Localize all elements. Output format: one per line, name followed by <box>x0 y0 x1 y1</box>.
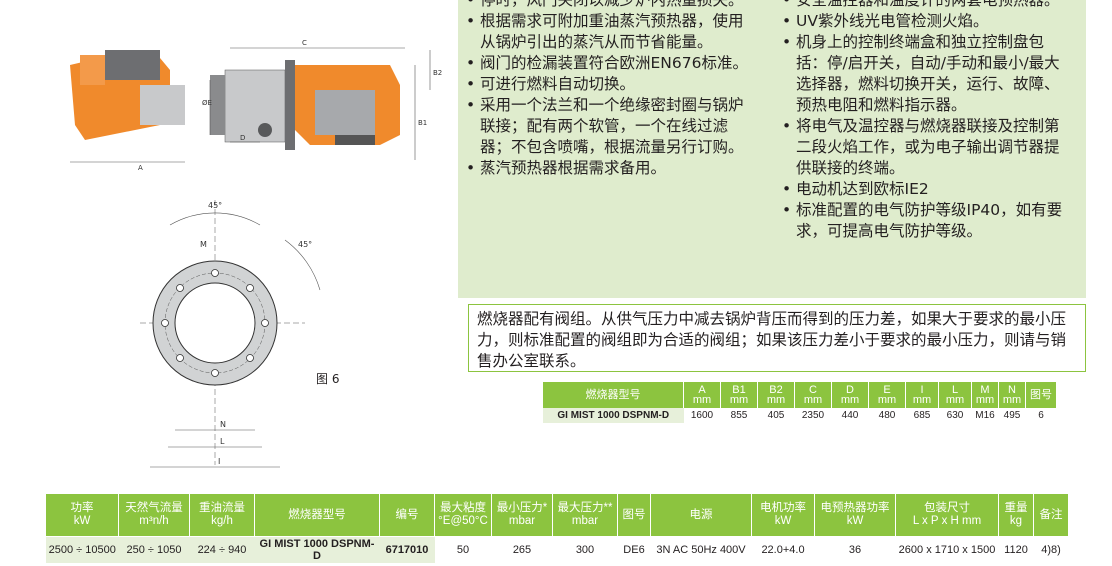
column-header: 图号 <box>617 494 651 537</box>
dim-i-label: I <box>218 457 220 466</box>
dim-b1-label: B1 <box>418 119 427 127</box>
table-cell: 2350 <box>794 408 832 423</box>
table-cell: 22.0+4.0 <box>751 536 815 563</box>
list-item: 停时，风门关闭以减少炉内热量损失。 <box>466 0 756 11</box>
table-row: GI MIST 1000 DSPNM-D 1600 855 405 2350 4… <box>543 408 1057 423</box>
table-row: 2500 ÷ 10500 250 ÷ 1050 224 ÷ 940 GI MIS… <box>46 536 1069 563</box>
list-item: UV紫外线光电管检测火焰。 <box>782 11 1074 32</box>
column-header: 最大压力**mbar <box>552 494 618 537</box>
table-cell: 685 <box>905 408 939 423</box>
list-item: 电动机达到欧标IE2 <box>782 179 1074 200</box>
table-cell: DE6 <box>617 536 651 563</box>
dim-a-label: A <box>138 164 143 172</box>
table-cell: 480 <box>868 408 906 423</box>
table-cell: 2500 ÷ 10500 <box>46 536 119 563</box>
list-item: 蒸汽预热器根据需求备用。 <box>466 158 756 179</box>
dim-e-label: ØE <box>202 99 212 107</box>
table-cell: 630 <box>938 408 972 423</box>
dim-l-label: L <box>220 437 225 446</box>
table-cell: 1120 <box>998 536 1034 563</box>
table-cell: 50 <box>434 536 492 563</box>
burner-side-drawing: C A D ØE B1 B2 <box>70 39 442 172</box>
table-cell: GI MIST 1000 DSPNM-D <box>254 536 380 563</box>
list-item: 安全温控器和温度计的两套电预热器。 <box>782 0 1074 11</box>
column-header: 最大粘度°E@50°C <box>434 494 492 537</box>
table-cell: 265 <box>491 536 553 563</box>
dim-c-label: C <box>302 39 307 47</box>
table-cell: 36 <box>814 536 896 563</box>
table-cell: 405 <box>757 408 795 423</box>
dim-n-label: N <box>220 420 226 429</box>
column-header: 燃烧器型号 <box>254 494 380 537</box>
list-item: 采用一个法兰和一个绝缘密封圈与锅炉联接；配有两个软管，一个在线过滤器；不包含喷嘴… <box>466 95 756 158</box>
valve-note: 燃烧器配有阀组。从供气压力中减去锅炉背压而得到的压力差，如果大于要求的最小压力，… <box>468 304 1086 372</box>
table-cell: 3N AC 50Hz 400V <box>650 536 752 563</box>
table-cell: 250 ÷ 1050 <box>118 536 190 563</box>
column-header: 最小压力*mbar <box>491 494 553 537</box>
table-cell: 855 <box>720 408 758 423</box>
table-cell: 440 <box>831 408 869 423</box>
angle-label-2: 45° <box>298 240 312 249</box>
column-header: 图号 <box>1025 382 1057 408</box>
list-item: 将电气及温控器与燃烧器联接及控制第二段火焰工作，或为电子输出调节器提供联接的终端… <box>782 116 1074 179</box>
table-cell: GI MIST 1000 DSPNM-D <box>543 408 684 423</box>
column-header: 编号 <box>379 494 435 537</box>
figure-label: 图 6 <box>316 372 340 386</box>
column-header: 燃烧器型号 <box>543 382 684 408</box>
table-cell: 2600 x 1710 x 1500 <box>895 536 999 563</box>
right-feature-list: 安全温控器和温度计的两套电预热器。 UV紫外线光电管检测火焰。 机身上的控制终端… <box>782 0 1074 242</box>
dim-b2-label: B2 <box>433 69 442 77</box>
column-header: 备注 <box>1033 494 1069 537</box>
table-cell: 495 <box>998 408 1026 423</box>
table-cell: 6 <box>1025 408 1057 423</box>
dim-d-label: D <box>240 134 245 142</box>
list-item: 根据需求可附加重油蒸汽预热器，使用从锅炉引出的蒸汽从而节省能量。 <box>466 11 756 53</box>
angle-label-1: 45° <box>208 201 222 210</box>
list-item: 标准配置的电气防护等级IP40，如有要求，可提高电气防护等级。 <box>782 200 1074 242</box>
left-feature-list: 停时，风门关闭以减少炉内热量损失。 根据需求可附加重油蒸汽预热器，使用从锅炉引出… <box>466 0 756 179</box>
table-cell: 300 <box>552 536 618 563</box>
dim-m-label: M <box>200 240 207 249</box>
table-cell: 6717010 <box>379 536 435 563</box>
list-item: 可进行燃料自动切换。 <box>466 74 756 95</box>
table-cell: 224 ÷ 940 <box>189 536 255 563</box>
flange-drawing: 45° 45° M N L I <box>140 200 321 468</box>
table-cell: 1600 <box>683 408 721 423</box>
list-item: 阀门的检漏装置符合欧洲EN676标准。 <box>466 53 756 74</box>
column-header: 电源 <box>650 494 752 537</box>
table-cell: 4)8) <box>1033 536 1069 563</box>
table-cell: M16 <box>971 408 999 423</box>
list-item: 机身上的控制终端盒和独立控制盘包括：停/启开关，自动/手动和最小/最大选择器，燃… <box>782 32 1074 116</box>
